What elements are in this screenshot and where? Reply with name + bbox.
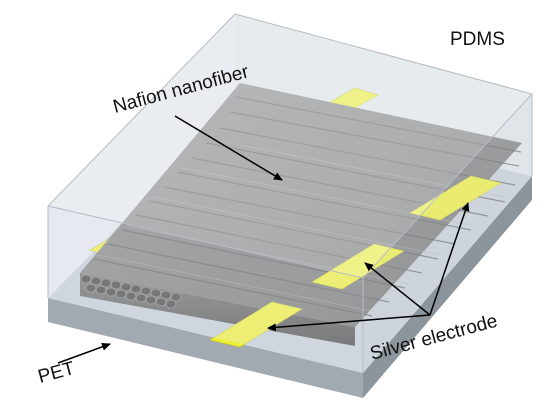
electrode-front-1 xyxy=(209,301,303,348)
arrow-silver-2 xyxy=(364,262,431,316)
label-pet: PET xyxy=(36,358,78,388)
arrow-nafion xyxy=(174,115,283,181)
electrode-front-3 xyxy=(409,175,502,221)
label-pdms: PDMS xyxy=(450,29,505,50)
pdms-encapsulation xyxy=(47,13,533,373)
arrow-pet xyxy=(57,342,111,364)
pdms-right-face xyxy=(363,94,532,373)
fiber-top xyxy=(80,83,522,327)
arrow-silver-3 xyxy=(429,202,470,316)
pdms-front-face xyxy=(48,206,363,373)
fiber-ends xyxy=(80,274,182,309)
front-electrodes xyxy=(209,175,502,348)
nanofiber-bundle xyxy=(80,83,522,346)
arrow-silver-1 xyxy=(267,314,431,332)
pdms-top-face xyxy=(48,14,532,278)
electrode-front-2 xyxy=(311,243,405,290)
pet-front-face xyxy=(48,298,363,398)
pet-right-face xyxy=(363,176,532,398)
pdms-edges xyxy=(47,13,533,373)
